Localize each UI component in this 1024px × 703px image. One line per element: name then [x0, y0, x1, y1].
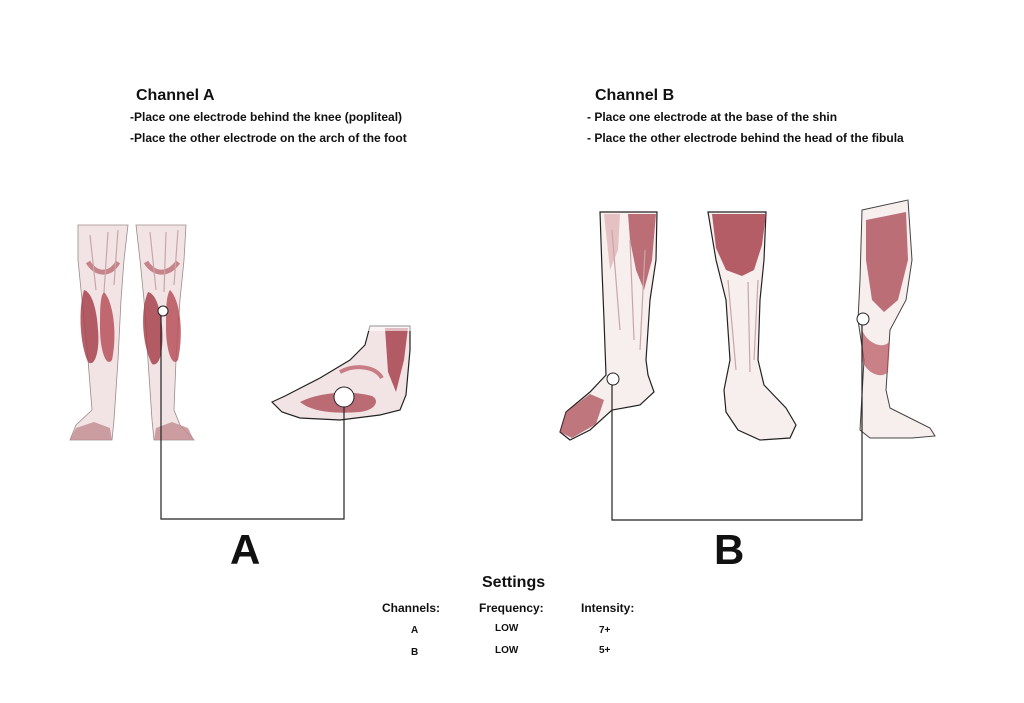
- row-b-frequency: LOW: [495, 645, 519, 656]
- row-a-frequency: LOW: [495, 623, 519, 634]
- electrode-arch: [333, 386, 355, 408]
- side-view-leg: [850, 195, 936, 439]
- row-b-channel: B: [411, 647, 419, 658]
- header-channels: Channels:: [382, 601, 441, 615]
- header-frequency: Frequency:: [479, 601, 544, 615]
- foot-side-view: [270, 315, 420, 421]
- channel-b-instruction-2: - Place the other electrode behind the h…: [587, 131, 904, 145]
- channel-b-instruction-1: - Place one electrode at the base of the…: [587, 110, 838, 124]
- front-view-legs: [559, 211, 797, 441]
- channel-b-letter: B: [714, 526, 745, 573]
- settings-title: Settings: [482, 574, 546, 591]
- channel-a-title: Channel A: [136, 87, 215, 104]
- row-a-channel: A: [411, 625, 419, 636]
- row-a-intensity: 7+: [599, 625, 611, 636]
- channel-a-letter: A: [230, 526, 261, 573]
- channel-a-instruction-1: -Place one electrode behind the knee (po…: [130, 110, 403, 124]
- electrode-knee: [157, 305, 169, 317]
- wire-channel-b: [611, 325, 863, 521]
- channel-b-title: Channel B: [595, 87, 675, 104]
- header-intensity: Intensity:: [581, 601, 635, 615]
- back-view-legs: [60, 215, 200, 441]
- channel-a-instruction-2: -Place the other electrode on the arch o…: [130, 131, 407, 145]
- electrode-shin-base: [606, 372, 620, 386]
- wire-channel-a: [160, 316, 345, 520]
- row-b-intensity: 5+: [599, 645, 611, 656]
- electrode-fibula: [856, 312, 870, 326]
